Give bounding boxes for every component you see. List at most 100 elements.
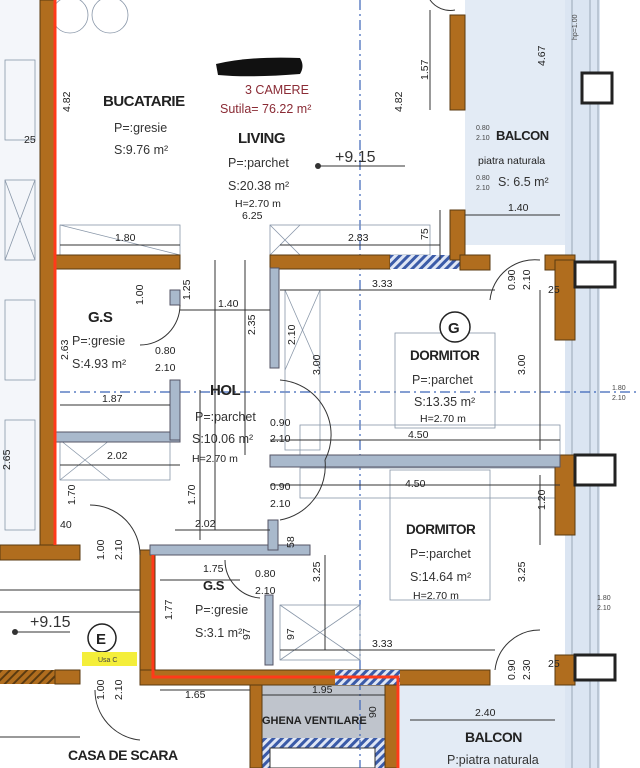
marker-g-label: G xyxy=(448,320,459,337)
floor-gs: P=:gresie xyxy=(195,603,248,617)
dim-label: 1.40 xyxy=(218,298,239,310)
area-gs: S:3.1 m² xyxy=(195,626,242,640)
dim-label: 1.40 xyxy=(508,202,529,214)
area-gs: S:4.93 m² xyxy=(72,357,126,371)
area-hol: S:10.06 m² xyxy=(192,432,253,446)
height-dormitor: H=2.70 m xyxy=(420,413,466,425)
room-name-dormitor: DORMITOR xyxy=(406,522,476,537)
door-width: 0.90 xyxy=(506,269,518,290)
area-balcon: S: 6.5 m² xyxy=(498,175,549,189)
door-height: 2.10 xyxy=(113,679,125,700)
width-living: 6.25 xyxy=(242,210,263,222)
floor-hol: P=:parchet xyxy=(195,410,256,424)
door-width: 0.80 xyxy=(155,345,176,357)
height-living: H=2.70 m xyxy=(235,198,281,210)
room-name-hol: HOL xyxy=(210,382,241,399)
room-name-gs: G.S xyxy=(88,309,113,326)
room-name-balcon: BALCON xyxy=(496,128,549,143)
height-dormitor: H=2.70 m xyxy=(413,590,459,602)
dim-label: 4.67 xyxy=(536,45,548,66)
dim-label: 97 xyxy=(241,628,253,640)
dim-label: 40 xyxy=(60,519,72,531)
dim-label: 3.33 xyxy=(372,278,393,290)
marker-g xyxy=(439,311,471,343)
usable-area: Sutila= 76.22 m² xyxy=(220,102,311,116)
dim-label: 1.95 xyxy=(312,684,333,696)
dim-label: 2.10 xyxy=(286,324,298,345)
dim-label: 2.40 xyxy=(475,707,496,719)
dim-label: 2.65 xyxy=(1,449,13,470)
dim-label: 3.00 xyxy=(516,354,528,375)
window-height: 2.10 xyxy=(476,185,490,192)
floor-bucatarie: P=:gresie xyxy=(114,121,167,135)
dim-label: 1.77 xyxy=(163,599,175,620)
room-name-casa-de-scara: CASA DE SCARA xyxy=(68,747,178,763)
dim-label: 2.63 xyxy=(59,339,71,360)
area-dormitor: S:14.64 m² xyxy=(410,570,471,584)
room-name-ghena: GHENA VENTILARE xyxy=(262,715,367,727)
dim-label: 1.70 xyxy=(66,484,78,505)
room-name-balcon: BALCON xyxy=(465,729,522,745)
level-marker: +9.15 xyxy=(335,149,376,166)
door-height: 2.10 xyxy=(155,362,176,374)
door-width: 1.00 xyxy=(95,679,107,700)
door-height: 2.10 xyxy=(270,498,291,510)
room-name-bucatarie: BUCATARIE xyxy=(103,93,185,110)
dim-label: 2.83 xyxy=(348,232,369,244)
redaction xyxy=(216,57,303,77)
floor-gs: P=:gresie xyxy=(72,334,125,348)
window-height: 2.10 xyxy=(597,605,611,612)
dim-label: 1.65 xyxy=(185,689,206,701)
dim-label: 4.50 xyxy=(405,478,426,490)
dim-label: 25 xyxy=(548,284,560,296)
dim-label: 3.00 xyxy=(311,354,323,375)
dim-label: 4.82 xyxy=(61,91,73,112)
balcony-bottom-floor xyxy=(400,685,565,768)
room-name-living: LIVING xyxy=(238,130,285,147)
door-height: 2.10 xyxy=(521,269,533,290)
dim-label: 1.70 xyxy=(186,484,198,505)
floor-living: P=:parchet xyxy=(228,156,289,170)
area-bucatarie: S:9.76 m² xyxy=(114,143,168,157)
door-width: 0.90 xyxy=(270,481,291,493)
area-living: S:20.38 m² xyxy=(228,179,289,193)
facade-strip xyxy=(565,0,600,768)
dim-label: 3.25 xyxy=(311,561,323,582)
door-width: 0.80 xyxy=(255,568,276,580)
dim-label: 58 xyxy=(285,536,297,548)
dim-label: 4.82 xyxy=(393,91,405,112)
balcony-top-floor xyxy=(465,0,565,245)
floor-dormitor: P=:parchet xyxy=(410,547,471,561)
room-name-dormitor: DORMITOR xyxy=(410,348,480,363)
door-height: 2.10 xyxy=(255,585,276,597)
door-tag: Usa C xyxy=(98,657,117,664)
window-height: 2.10 xyxy=(612,395,626,402)
door-width: 1.00 xyxy=(95,539,107,560)
window-width: 1.80 xyxy=(612,385,626,392)
floor-balcon: piatra naturala xyxy=(478,155,545,167)
door-width: 0.90 xyxy=(506,659,518,680)
dim-label: 97 xyxy=(285,628,297,640)
dim-label: 1.75 xyxy=(203,563,224,575)
door-height: 2.30 xyxy=(521,659,533,680)
marker-e-label: E xyxy=(96,631,106,648)
door-height: 2.10 xyxy=(113,539,125,560)
floor-balcon: P:piatra naturala xyxy=(447,753,539,767)
units-label: 3 CAMERE xyxy=(245,83,309,97)
dim-label: hp=1.00 xyxy=(572,14,579,40)
dimension-labels: 1.80 2.83 3.33 3.33 1.40 1.87 2.02 2.02 … xyxy=(24,134,560,701)
room-name-gs: G.S xyxy=(203,578,225,593)
area-dormitor: S:13.35 m² xyxy=(414,395,475,409)
dim-label: 4.50 xyxy=(408,429,429,441)
window-width: 0.80 xyxy=(476,125,490,132)
dim-label: 1.57 xyxy=(419,59,431,80)
dim-label: 2.02 xyxy=(107,450,128,462)
door-width: 0.90 xyxy=(270,417,291,429)
dim-label: 25 xyxy=(24,134,36,146)
level-marker: +9.15 xyxy=(30,614,71,631)
dim-label: 2.35 xyxy=(246,314,258,335)
dim-label: 3.25 xyxy=(516,561,528,582)
dim-label: 3.33 xyxy=(372,638,393,650)
window-height: 2.10 xyxy=(476,135,490,142)
dim-label: 1.80 xyxy=(115,232,136,244)
